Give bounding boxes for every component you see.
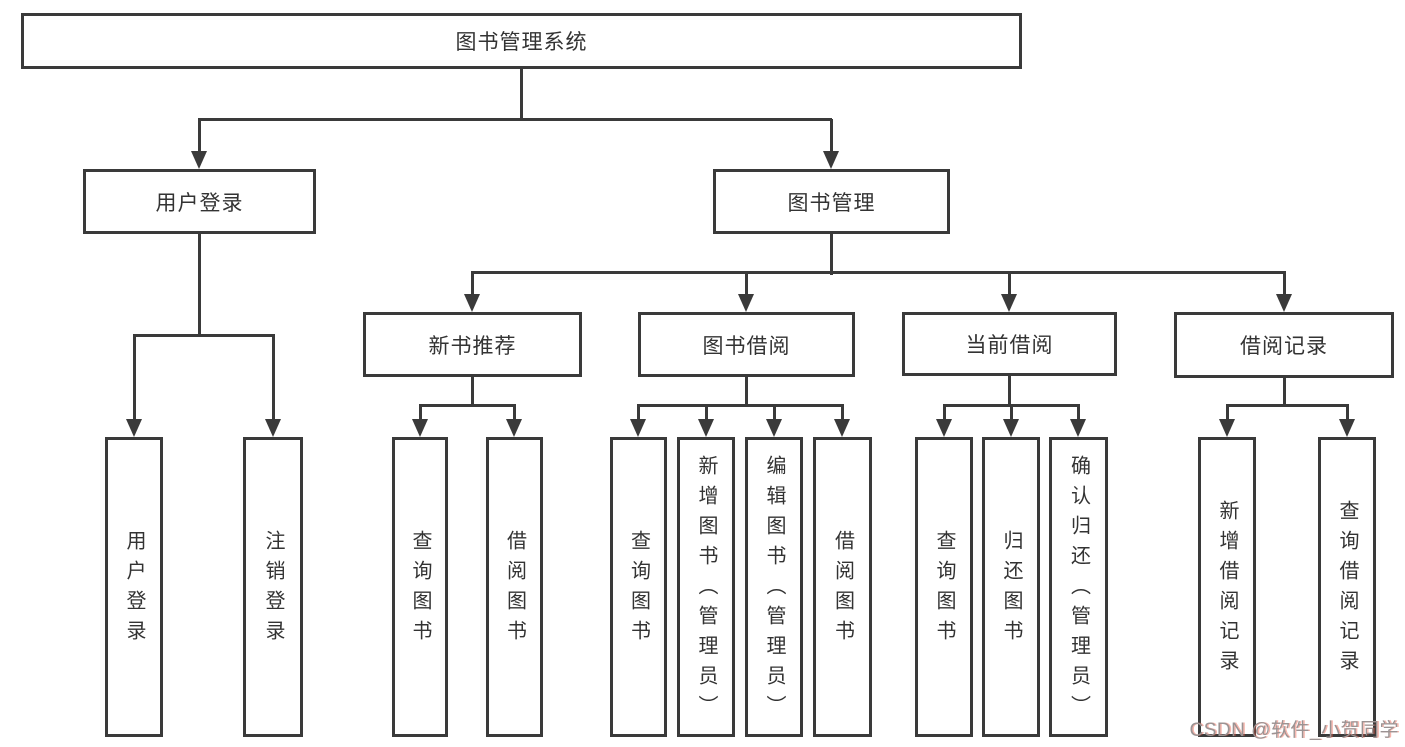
connector-line-vertical — [943, 405, 946, 421]
arrowhead-down-icon — [698, 419, 714, 437]
node-book-borrow-label: 图书借阅 — [702, 334, 791, 358]
node-book-management-label: 图书管理 — [787, 191, 876, 215]
arrowhead-down-icon — [412, 419, 428, 437]
arrowhead-down-icon — [1003, 419, 1019, 437]
connector-line-horizontal — [943, 404, 1080, 407]
arrowhead-down-icon — [464, 294, 480, 312]
leaf-query-books-recommend: 查询图书 — [392, 437, 448, 737]
node-current-borrow: 当前借阅 — [902, 312, 1117, 376]
arrowhead-down-icon — [1001, 294, 1017, 312]
node-book-borrow: 图书借阅 — [638, 312, 855, 377]
leaf-borrow-books-recommend: 借阅图书 — [486, 437, 543, 737]
node-borrow-records: 借阅记录 — [1174, 312, 1394, 378]
leaf-query-borrow-record: 查询借阅记录 — [1318, 437, 1376, 737]
connector-line-horizontal — [198, 118, 832, 121]
arrowhead-down-icon — [834, 419, 850, 437]
node-book-management: 图书管理 — [713, 169, 950, 234]
leaf-logout-label: 注销登录 — [262, 530, 284, 650]
leaf-confirm-return-admin-label: 确认归还（管理员） — [1067, 455, 1090, 725]
arrowhead-down-icon — [1070, 419, 1086, 437]
connector-line-vertical — [830, 233, 833, 275]
connector-line-vertical — [841, 405, 844, 421]
leaf-borrow-books-recommend-label: 借阅图书 — [503, 530, 526, 650]
connector-line-vertical — [1008, 272, 1011, 296]
leaf-query-borrow-record-label: 查询借阅记录 — [1336, 500, 1358, 680]
arrowhead-down-icon — [265, 419, 281, 437]
connector-line-horizontal — [133, 334, 275, 337]
connector-line-vertical — [272, 335, 275, 421]
leaf-return-books-label: 归还图书 — [1000, 530, 1022, 650]
arrowhead-down-icon — [126, 419, 142, 437]
leaf-query-books-borrow: 查询图书 — [610, 437, 667, 737]
node-new-book-recommend-label: 新书推荐 — [428, 334, 517, 358]
leaf-return-books: 归还图书 — [982, 437, 1040, 737]
arrowhead-down-icon — [936, 419, 952, 437]
leaf-query-books-current-label: 查询图书 — [933, 530, 955, 650]
node-current-borrow-label: 当前借阅 — [965, 334, 1054, 357]
connector-line-vertical — [745, 376, 748, 407]
arrowhead-down-icon — [766, 419, 782, 437]
leaf-add-borrow-record-label: 新增借阅记录 — [1216, 500, 1238, 680]
connector-line-horizontal — [419, 404, 516, 407]
connector-line-horizontal — [471, 271, 1286, 274]
node-user-login: 用户登录 — [83, 169, 316, 234]
node-root: 图书管理系统 — [21, 13, 1022, 69]
connector-line-vertical — [1226, 405, 1229, 421]
leaf-user-login-label: 用户登录 — [123, 530, 145, 650]
leaf-user-login: 用户登录 — [105, 437, 163, 737]
connector-line-vertical — [520, 69, 523, 119]
leaf-add-borrow-record: 新增借阅记录 — [1198, 437, 1256, 737]
connector-line-vertical — [637, 405, 640, 421]
connector-line-horizontal — [1226, 404, 1349, 407]
leaf-borrow-books-label: 借阅图书 — [831, 530, 854, 650]
arrowhead-down-icon — [1339, 419, 1355, 437]
connector-line-vertical — [1283, 376, 1286, 407]
arrowhead-down-icon — [191, 151, 207, 169]
leaf-query-books-borrow-label: 查询图书 — [627, 530, 650, 650]
connector-line-vertical — [773, 405, 776, 421]
leaf-query-books-current: 查询图书 — [915, 437, 973, 737]
connector-line-vertical — [1008, 376, 1011, 407]
node-borrow-records-label: 借阅记录 — [1240, 335, 1328, 358]
leaf-edit-books-admin-label: 编辑图书（管理员） — [763, 455, 785, 725]
csdn-watermark: CSDN @软件_小贺同学 — [1189, 720, 1399, 741]
connector-line-vertical — [1346, 405, 1349, 421]
connector-line-vertical — [830, 119, 833, 154]
connector-line-vertical — [705, 405, 708, 421]
leaf-edit-books-admin: 编辑图书（管理员） — [745, 437, 803, 737]
leaf-add-books-admin: 新增图书（管理员） — [677, 437, 735, 737]
connector-line-horizontal — [637, 404, 844, 407]
connector-line-vertical — [198, 233, 201, 337]
connector-line-vertical — [471, 376, 474, 407]
connector-line-vertical — [745, 272, 748, 296]
connector-line-vertical — [1077, 405, 1080, 421]
arrowhead-down-icon — [1276, 294, 1292, 312]
arrowhead-down-icon — [630, 419, 646, 437]
leaf-borrow-books: 借阅图书 — [813, 437, 872, 737]
connector-line-vertical — [513, 405, 516, 421]
leaf-logout: 注销登录 — [243, 437, 303, 737]
node-user-login-label: 用户登录 — [155, 191, 244, 215]
connector-line-vertical — [1283, 272, 1286, 296]
leaf-add-books-admin-label: 新增图书（管理员） — [695, 455, 717, 725]
arrowhead-down-icon — [823, 151, 839, 169]
connector-line-vertical — [1010, 405, 1013, 421]
node-new-book-recommend: 新书推荐 — [363, 312, 582, 377]
node-root-label: 图书管理系统 — [455, 31, 588, 54]
arrowhead-down-icon — [1219, 419, 1235, 437]
arrowhead-down-icon — [738, 294, 754, 312]
connector-line-vertical — [471, 272, 474, 296]
leaf-confirm-return-admin: 确认归还（管理员） — [1049, 437, 1108, 737]
connector-line-vertical — [198, 119, 201, 154]
leaf-query-books-recommend-label: 查询图书 — [409, 530, 431, 650]
connector-line-vertical — [419, 405, 422, 421]
connector-line-vertical — [133, 335, 136, 421]
arrowhead-down-icon — [506, 419, 522, 437]
